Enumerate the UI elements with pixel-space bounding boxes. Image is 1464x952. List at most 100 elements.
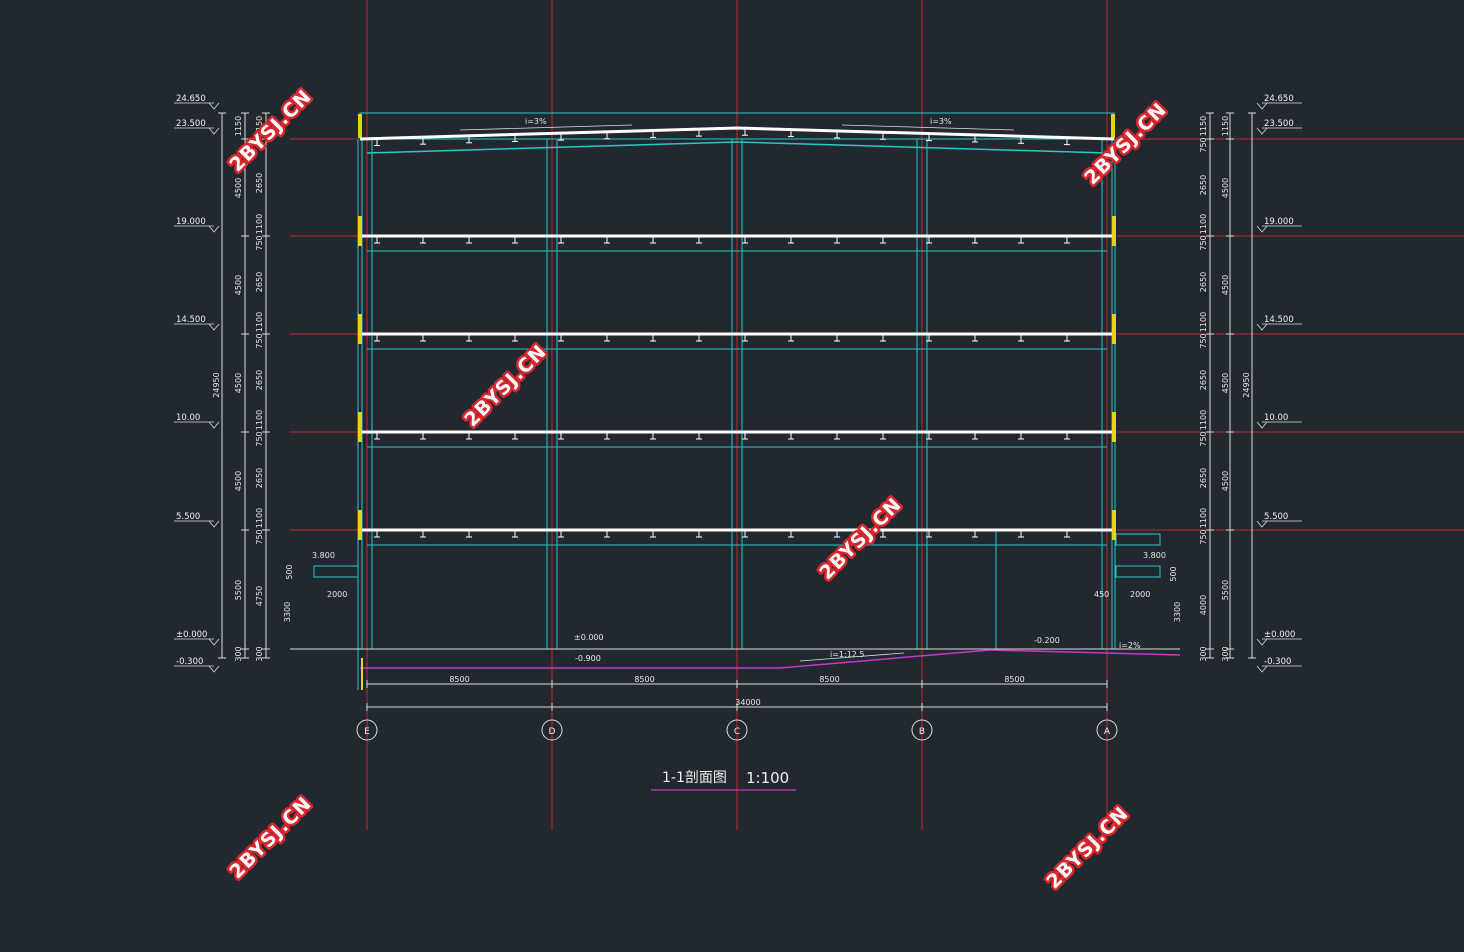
left-storey-dim: 4500: [234, 471, 243, 491]
dimension-chain-right: 1150450045004500450055003002495011507502…: [1199, 112, 1256, 662]
canopy-right-thick: 500: [1169, 566, 1178, 581]
canopy-right: [1115, 565, 1161, 578]
left-inner-dim: 750: [255, 431, 264, 446]
edge-accent-left: [358, 510, 362, 540]
left-inner-dim: 750: [255, 235, 264, 250]
bay-dim-2: 8500: [819, 675, 839, 684]
right-inner-dim: 2650: [1199, 468, 1208, 488]
roof-beam: [366, 141, 1108, 154]
right-inner-dim: 750: [1199, 235, 1208, 250]
axis-bubble-E: [356, 719, 378, 741]
elevation-right: 5.500: [1264, 512, 1288, 522]
elevation-left: 5.500: [176, 512, 200, 522]
roof-slope-right: i=3%: [930, 117, 952, 126]
elevation-left-mark: [208, 421, 220, 429]
right-storey-dim: 4500: [1221, 373, 1230, 393]
left-inner-dim: 1100: [255, 410, 264, 430]
pit-elev: -0.900: [575, 654, 601, 663]
canopy-left-depth: 2000: [327, 590, 347, 599]
canopy-left-elev: 3.800: [312, 551, 335, 560]
elevation-left-mark: [208, 323, 220, 331]
right-inner-dim: 750: [1199, 529, 1208, 544]
ground-profile: [360, 649, 1181, 669]
elevation-left: -0.300: [176, 657, 203, 667]
elevation-left-mark: [208, 520, 220, 528]
elevation-left-mark: [208, 102, 220, 110]
roof-slope-right-arrow: [841, 124, 1015, 131]
elevation-right-mark: [1256, 638, 1268, 646]
canopy-right-height: 3300: [1173, 602, 1182, 622]
edge-accent-right: [1112, 216, 1116, 246]
left-inner-dim: 750: [255, 333, 264, 348]
right-inner-dim: 4000: [1199, 595, 1208, 615]
right-total-dim: 24950: [1242, 372, 1251, 397]
elevation-right-mark: [1256, 225, 1268, 233]
elevation-left: 14.500: [176, 315, 206, 325]
watermark-4: 2BYSJ.CN: [225, 792, 316, 883]
canopy-offset: 450: [1094, 590, 1109, 599]
edge-accent-right: [1112, 314, 1116, 344]
canopy-right-upper: [1115, 533, 1161, 546]
elevation-right: 24.650: [1264, 94, 1294, 104]
axis-bubble-C: [726, 719, 748, 741]
left-total-dim: 24950: [212, 372, 221, 397]
left-storey-dim: 5500: [234, 580, 243, 600]
apron-slope: i=2%: [1119, 641, 1141, 650]
inner-floor-elev: ±0.000: [574, 633, 604, 642]
watermark-3: 2BYSJ.CN: [815, 493, 906, 584]
elevation-right-mark: [1256, 421, 1268, 429]
edge-accent-right: [1112, 412, 1116, 442]
axis-bubble-B: [911, 719, 933, 741]
left-inner-dim: 1100: [255, 214, 264, 234]
elevation-right: -0.300: [1264, 657, 1291, 667]
right-inner-dim: 750: [1199, 137, 1208, 152]
dimension-chain-left: 1150450045004500450055003002495011502650…: [212, 112, 270, 662]
right-inner-dim: 1100: [1199, 214, 1208, 234]
watermark-2: 2BYSJ.CN: [460, 340, 551, 431]
elevation-right-mark: [1256, 665, 1268, 673]
elevation-left-mark: [208, 127, 220, 135]
slab-0: [359, 126, 1115, 141]
left-storey-dim: 4500: [234, 373, 243, 393]
edge-accent-left: [358, 216, 362, 246]
right-inner-dim: 1100: [1199, 508, 1208, 528]
right-inner-dim: 1100: [1199, 410, 1208, 430]
axis-label-A: A: [1104, 727, 1111, 737]
left-storey-dim: 300: [234, 646, 243, 661]
left-inner-dim: 1100: [255, 312, 264, 332]
left-inner-dim: 1100: [255, 508, 264, 528]
elevation-right: 14.500: [1264, 315, 1294, 325]
left-storey-dim: 4500: [234, 275, 243, 295]
axis-label-D: D: [549, 727, 556, 737]
left-inner-dim: 300: [255, 646, 264, 661]
watermark-5: 2BYSJ.CN: [1042, 802, 1133, 893]
bay-dim-3: 8500: [1004, 675, 1024, 684]
axis-label-C: C: [734, 727, 740, 737]
axis-label-E: E: [364, 727, 370, 737]
left-storey-dim: 1150: [234, 116, 243, 136]
elevation-left: 19.000: [176, 217, 206, 227]
elevation-left-mark: [208, 225, 220, 233]
right-storey-dim: 4500: [1221, 471, 1230, 491]
left-inner-dim: 4750: [255, 586, 264, 606]
left-inner-dim: 1150: [255, 116, 264, 136]
left-inner-dim: 2650: [255, 370, 264, 390]
elevation-right-mark: [1256, 102, 1268, 110]
edge-accent-left: [358, 314, 362, 344]
right-inner-dim: 750: [1199, 333, 1208, 348]
right-inner-dim: 300: [1199, 646, 1208, 661]
elevation-right: 19.000: [1264, 217, 1294, 227]
axis-bubble-D: [541, 719, 563, 741]
canopy-left-height: 3300: [283, 602, 292, 622]
level-lines: [290, 138, 1464, 531]
right-inner-dim: 1100: [1199, 312, 1208, 332]
canopy-left-thick: 500: [285, 564, 294, 579]
elevation-right: 10.00: [1264, 413, 1288, 423]
left-inner-dim: 2650: [255, 272, 264, 292]
elevation-right-mark: [1256, 323, 1268, 331]
axis-label-B: B: [919, 727, 925, 737]
canopy-right-depth: 2000: [1130, 590, 1150, 599]
